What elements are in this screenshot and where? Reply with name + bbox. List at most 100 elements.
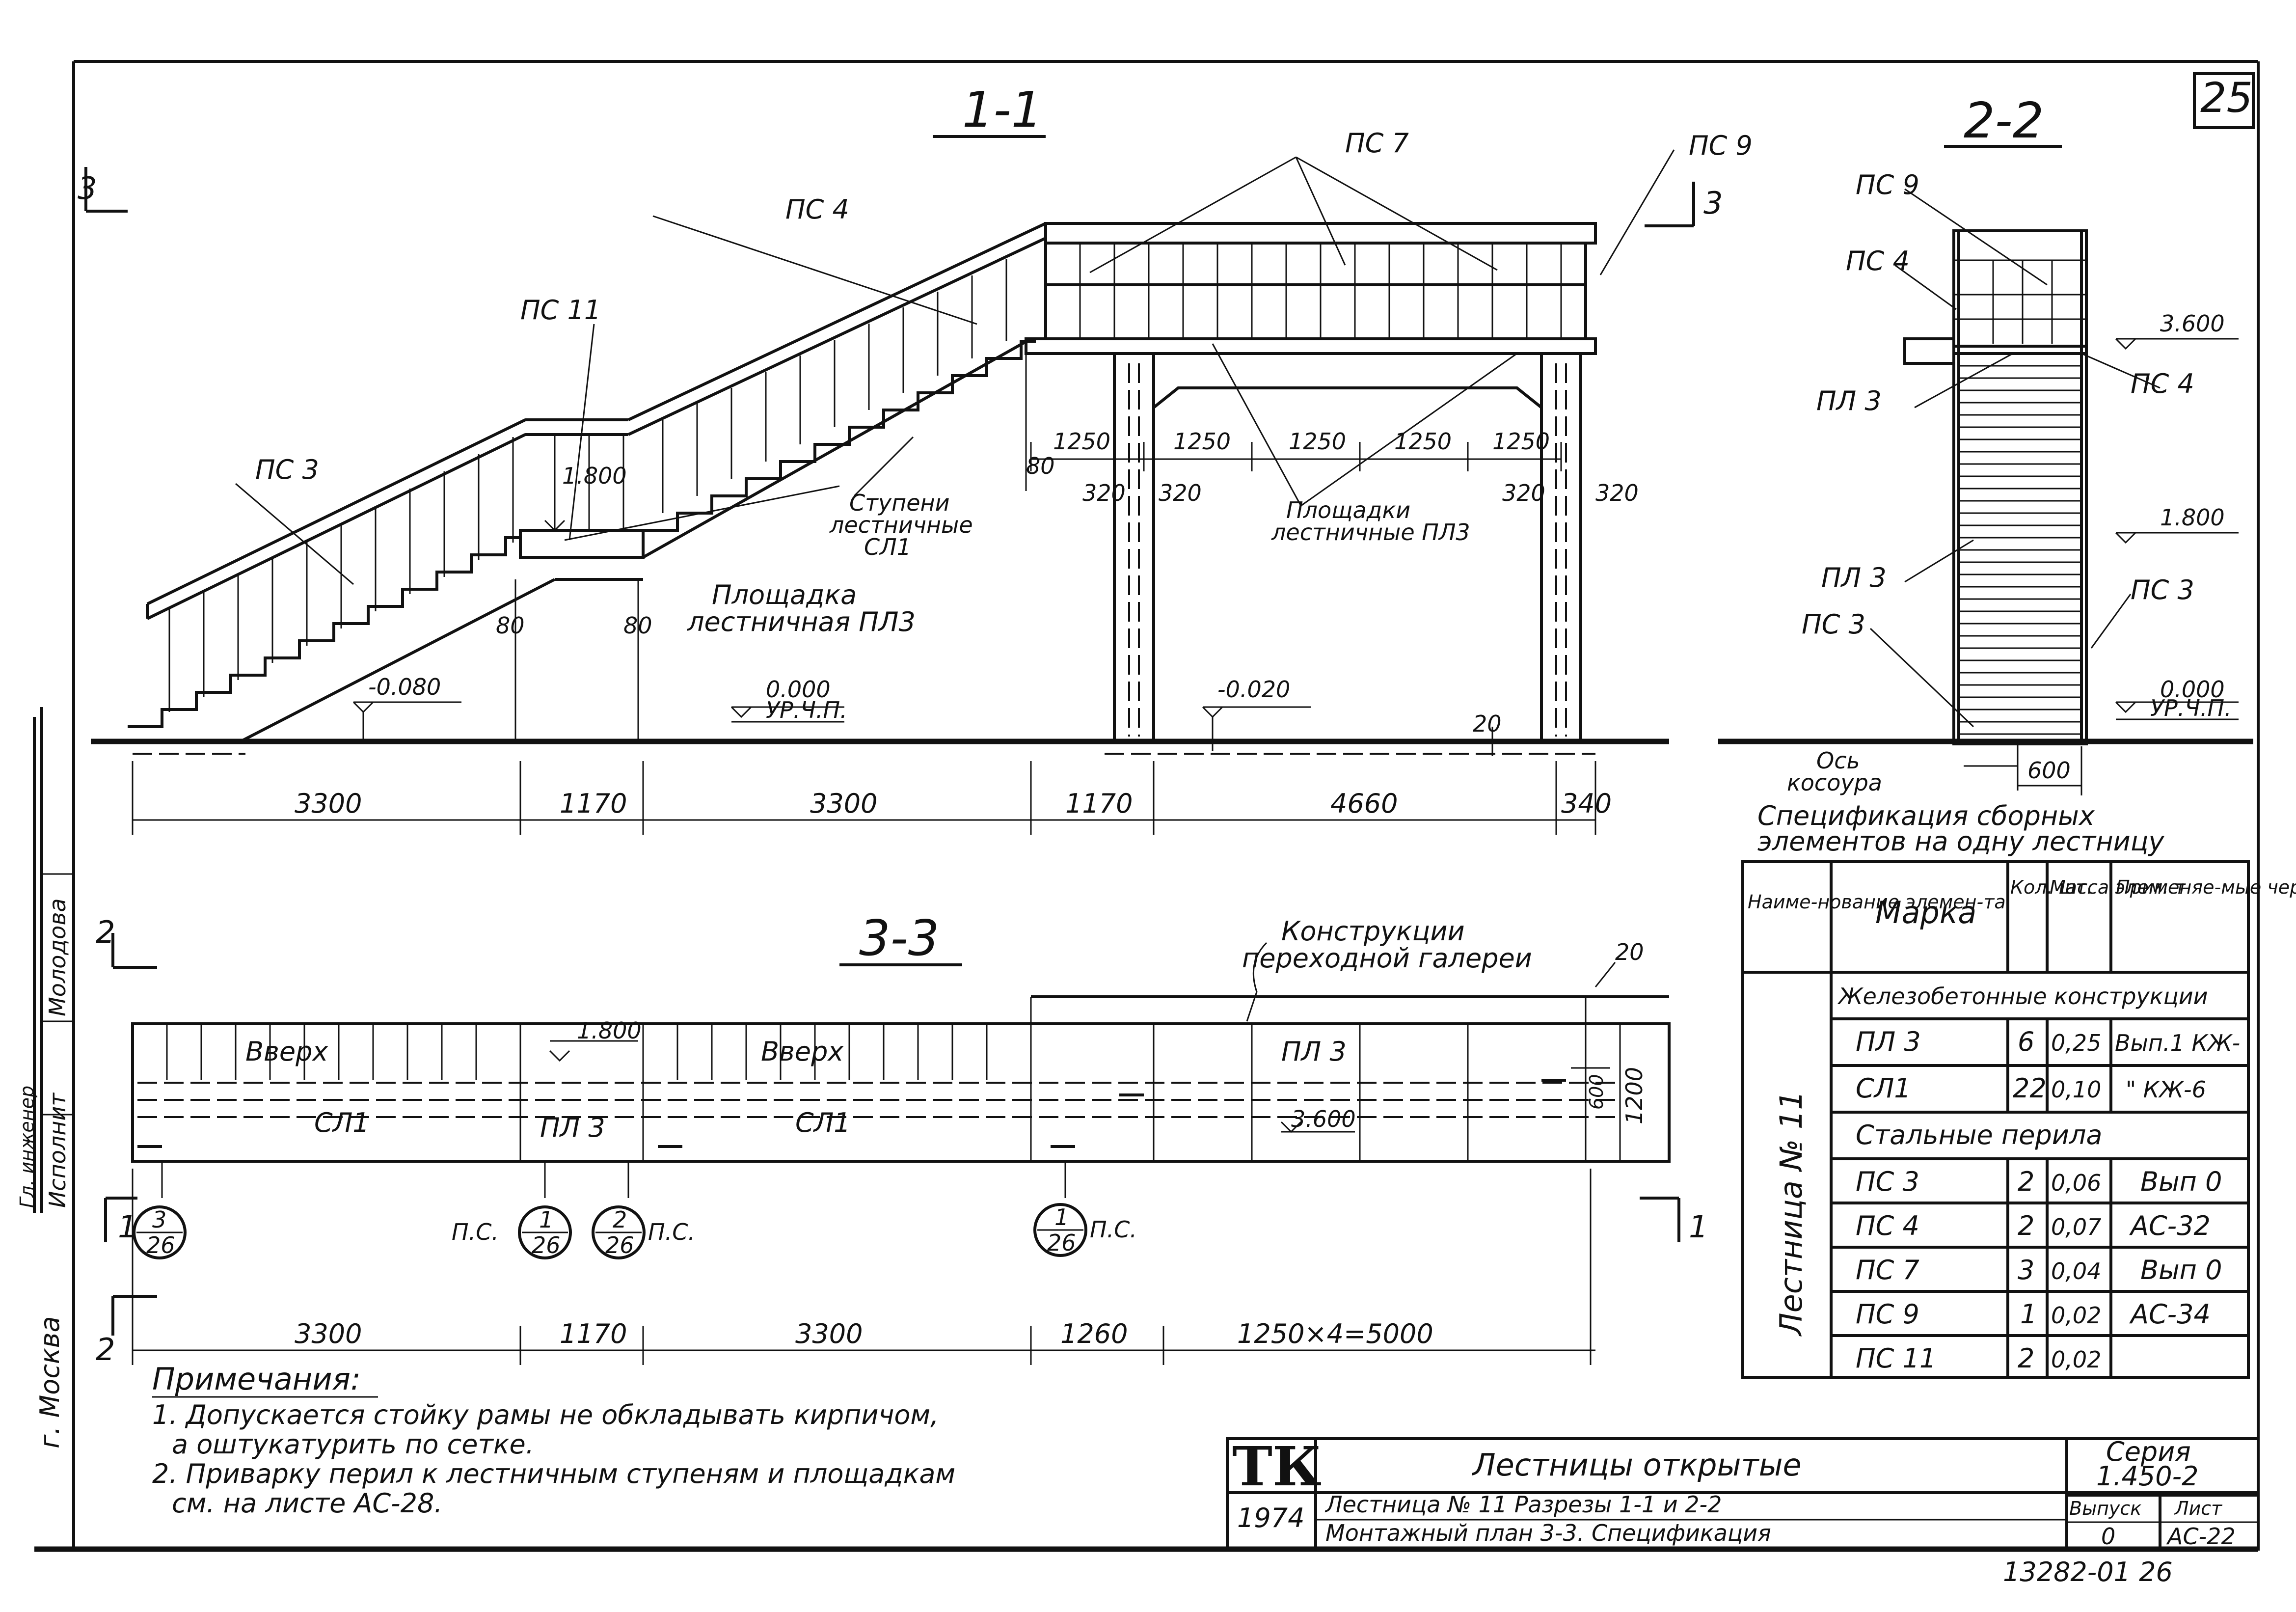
stamp-city: г. Москва (34, 1316, 65, 1448)
level-0000: 0.000 (766, 676, 831, 703)
spec-row7-qty: 2 (2018, 1343, 2034, 1374)
spec-row6-ref: АС-34 (2129, 1299, 2211, 1330)
footer-number: 13282-01 26 (2003, 1557, 2173, 1587)
s22-level-0000-sub: УР.Ч.П. (2150, 695, 2232, 721)
s33-pl3-a: ПЛ 3 (1281, 1036, 1347, 1067)
s22-label-ps4-a: ПС 4 (1846, 246, 1910, 276)
spec-row6-mass: 0,02 (2051, 1302, 2101, 1329)
stamp-position: Гл. инженер (16, 1086, 38, 1208)
spec-row4-qty: 2 (2018, 1210, 2034, 1241)
dim-4660: 4660 (1330, 788, 1398, 819)
spec-row5-ref: Вып 0 (2140, 1255, 2222, 1285)
spec-row6-mark: ПС 9 (1856, 1299, 1919, 1330)
span-1250-4: 1250 (1394, 428, 1452, 455)
tb-sheet: АС-22 (2166, 1523, 2236, 1550)
spec-row5-mark: ПС 7 (1856, 1255, 1919, 1285)
dim-3300-a: 3300 (295, 788, 362, 819)
label-ps11: ПС 11 (520, 295, 601, 326)
level-1800: 1.800 (562, 463, 627, 489)
callout-2-bottom: 26 (532, 1232, 561, 1258)
tb-series-label: Серия (2106, 1436, 2191, 1467)
span-1250-2: 1250 (1173, 428, 1231, 455)
cut-mark-3-left: 3 (78, 170, 97, 206)
s33-up-2: Вверх (761, 1036, 844, 1067)
spec-row2-ref: " КЖ-6 (2126, 1076, 2206, 1103)
s22-axis-1: Ось (1816, 747, 1860, 774)
cut-mark-3-right: 3 (1703, 185, 1723, 221)
section-3-3-title: 3-3 (859, 909, 939, 967)
spec-row2-qty: 22 (2013, 1073, 2047, 1104)
callout-1-top: 3 (152, 1206, 166, 1233)
stamp-name: Молодова (44, 898, 71, 1016)
tb-sheet-label: Лист (2174, 1498, 2223, 1519)
section-1-1-title: 1-1 (962, 81, 1042, 138)
dim-1170-a: 1170 (560, 788, 627, 819)
spec-row4-mass: 0,07 (2051, 1214, 2101, 1240)
spec-row3-qty: 2 (2018, 1166, 2034, 1197)
callout-2-side: П.С. (452, 1219, 499, 1245)
s33-mark-20: 20 (1615, 939, 1644, 965)
mark-20: 20 (1473, 710, 1502, 737)
span-1250-1: 1250 (1053, 428, 1110, 455)
tb-desc-1: Лестница № 11 Разрезы 1-1 и 2-2 (1324, 1491, 1722, 1518)
s22-level-3600: 3.600 (2160, 310, 2225, 337)
mark-80-a: 80 (496, 612, 525, 639)
s22-width-600: 600 (2027, 757, 2071, 784)
spec-row3-ref: Вып 0 (2140, 1166, 2222, 1197)
callout-1-bottom: 26 (146, 1232, 175, 1258)
spec-group-steel: Стальные перила (1856, 1120, 2102, 1150)
mark-320-d: 320 (1595, 480, 1639, 506)
notes-line-4: см. на листе АС-28. (172, 1488, 442, 1519)
mark-320-a: 320 (1082, 480, 1126, 506)
callout-3-side: П.С. (648, 1219, 695, 1245)
spec-table-grid (1741, 860, 2250, 1379)
s33-sl1-a: СЛ1 (314, 1107, 370, 1138)
s22-axis-2: косоура (1787, 769, 1882, 796)
spec-row5-qty: 3 (2018, 1255, 2034, 1285)
label-ps7: ПС 7 (1345, 128, 1409, 159)
callout-4-top: 1 (1054, 1204, 1069, 1230)
notes-line-3: 2. Приварку перил к лестничным ступеням … (152, 1458, 955, 1489)
s33-dim-3300-b: 3300 (795, 1318, 863, 1349)
tb-issue: 0 (2101, 1523, 2115, 1550)
section-2-2-title: 2-2 (1964, 92, 2044, 149)
label-landings-1: Площадки (1286, 497, 1410, 523)
spec-row7-mass: 0,02 (2051, 1346, 2101, 1373)
s22-level-1800: 1.800 (2160, 504, 2225, 531)
section-3-3-drawing (131, 942, 1671, 1365)
spec-row1-mark: ПЛ 3 (1856, 1026, 1921, 1057)
mark-320-c: 320 (1502, 480, 1545, 506)
s33-gallery-1: Конструкции (1281, 916, 1465, 947)
tb-desc-2: Монтажный план 3-3. Спецификация (1325, 1520, 1771, 1546)
spec-row7-mark: ПС 11 (1856, 1343, 1936, 1374)
sheet-number: 25 (2200, 74, 2253, 122)
notes-line-1: 1. Допускается стойку рамы не обкладыват… (152, 1399, 939, 1430)
s22-label-pl3-a: ПЛ 3 (1816, 385, 1882, 416)
cut-mark-2-bottom: 2 (96, 1332, 115, 1367)
section-2-2-drawing (1718, 188, 2253, 795)
s22-label-ps4-b: ПС 4 (2131, 368, 2194, 399)
s33-level-1800: 1.800 (577, 1017, 642, 1044)
s33-sl1-b: СЛ1 (795, 1107, 851, 1138)
s33-mark-600: 600 (1586, 1074, 1607, 1110)
level-0000-sub: УР.Ч.П. (766, 697, 847, 723)
s22-label-ps3-a: ПС 3 (1802, 609, 1865, 640)
cut-mark-2-top: 2 (96, 914, 115, 950)
mark-320-b: 320 (1159, 480, 1202, 506)
spec-row-label: Лестница № 11 (1773, 1091, 1809, 1337)
callout-3-bottom: 26 (605, 1232, 634, 1258)
mark-80-c: 80 (1026, 453, 1055, 479)
spec-header-qty: Кол. шт. (2010, 876, 2093, 898)
label-steps-1: Ступени (849, 490, 949, 516)
tb-series: 1.450-2 (2096, 1461, 2198, 1492)
label-ps9: ПС 9 (1689, 130, 1753, 161)
dim-1170-b: 1170 (1065, 788, 1133, 819)
s33-dim-1260: 1260 (1060, 1318, 1128, 1349)
label-steps-3: СЛ1 (864, 534, 911, 560)
tb-issue-label: Выпуск (2069, 1498, 2141, 1519)
callout-4-side: П.С. (1090, 1216, 1137, 1243)
callout-2-top: 1 (539, 1206, 553, 1233)
spec-row3-mark: ПС 3 (1856, 1166, 1919, 1197)
label-ps4: ПС 4 (785, 194, 849, 225)
